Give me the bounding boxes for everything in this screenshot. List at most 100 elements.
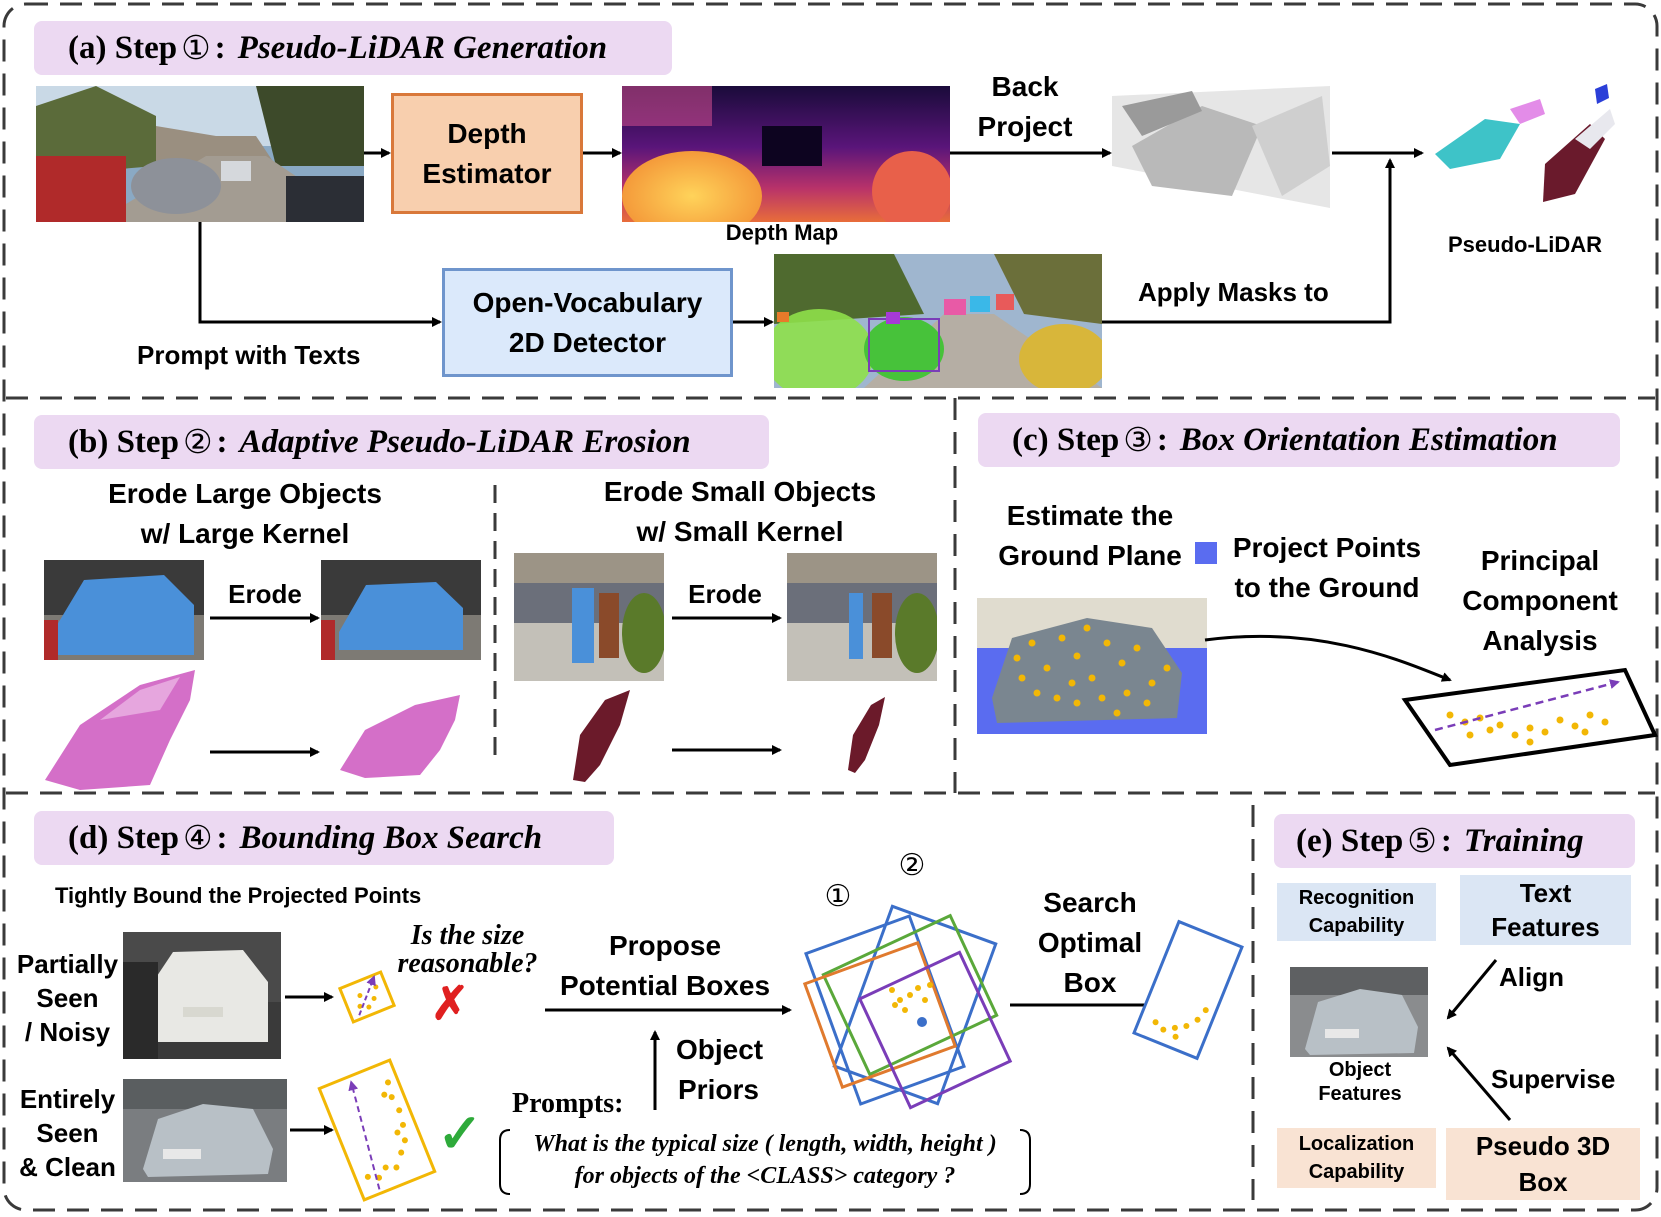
cross-mark-icon: ✗	[430, 977, 470, 1029]
step-d-separator: :	[216, 819, 228, 856]
supervise-label: Supervise	[1491, 1064, 1616, 1094]
large-points-before	[45, 670, 195, 790]
prompts-label: Prompts:	[512, 1088, 624, 1119]
prompt-with-texts-label: Prompt with Texts	[137, 340, 361, 370]
projected-points	[1013, 624, 1171, 717]
partially-seen-car-photo	[123, 932, 281, 1059]
large-object-after	[321, 560, 481, 660]
input-street-photo	[36, 86, 364, 222]
object-priors-line2: Priors	[678, 1074, 759, 1105]
depth-estimator-line2: Estimator	[422, 157, 552, 189]
object-features-line1: Object	[1328, 1059, 1392, 1081]
step-a-name: Pseudo-LiDAR Generation	[237, 29, 608, 66]
small-object-before	[514, 553, 664, 681]
large-points-after	[340, 695, 460, 778]
partial-line1: Partially	[16, 949, 119, 979]
pseudo-3d-line1: Pseudo 3D	[1475, 1131, 1611, 1161]
text-features-box: Text Features	[1460, 875, 1631, 945]
ground-line2: Ground Plane	[998, 540, 1182, 571]
search-line1: Search	[1043, 887, 1137, 918]
step-b-prefix: (b) Step	[68, 423, 179, 460]
partial-line3: / Noisy	[24, 1017, 111, 1047]
propose-line1: Propose	[608, 930, 722, 961]
pseudo-lidar-colored	[1435, 84, 1615, 202]
pseudo-3d-box: Pseudo 3D Box	[1446, 1128, 1640, 1200]
step-c-separator: :	[1156, 421, 1168, 458]
ground-plane-car-image	[977, 598, 1207, 734]
ground-plane-swatch	[1195, 542, 1217, 564]
propose-line2: Potential Boxes	[559, 970, 771, 1001]
entire-line3: & Clean	[19, 1152, 116, 1182]
pca-line3: Analysis	[1482, 625, 1598, 656]
erode-small-label: Erode	[688, 579, 762, 609]
entirely-seen-car-photo	[123, 1079, 287, 1182]
apply-masks-label: Apply Masks to	[1138, 277, 1329, 307]
candidate-group-2-marker: ②	[898, 848, 926, 883]
search-line3: Box	[1063, 967, 1117, 998]
step-e-number: ⑤	[1407, 824, 1437, 860]
recognition-line1: Recognition	[1298, 887, 1415, 909]
step-b-number: ②	[182, 425, 213, 461]
step-e-name: Training	[1463, 822, 1584, 859]
pca-line1: Principal	[1480, 545, 1600, 576]
step-e-prefix: (e) Step	[1296, 822, 1404, 859]
step-b-name: Adaptive Pseudo-LiDAR Erosion	[239, 423, 691, 460]
check-mark-icon: ✓	[437, 1104, 483, 1164]
section-d-diagram	[285, 904, 1244, 1202]
erode-large-label: Erode	[228, 579, 302, 609]
object-priors-line1: Object	[676, 1034, 764, 1065]
large-object-before	[44, 560, 204, 660]
object-features-line2: Features	[1318, 1083, 1402, 1105]
step-b-title: (b) Step ② : Adaptive Pseudo-LiDAR Erosi…	[34, 415, 769, 469]
step-c-title: (c) Step ③ : Box Orientation Estimation	[978, 413, 1620, 467]
entire-line1: Entirely	[19, 1084, 116, 1114]
align-label: Align	[1499, 962, 1564, 992]
prompt-text-line1: What is the typical size ( length, width…	[533, 1131, 997, 1157]
erode-small-line2: w/ Small Kernel	[636, 516, 844, 547]
project-line1: Project Points	[1232, 532, 1422, 563]
pca-plane-diagram	[1204, 634, 1658, 768]
back-project-line2: Project	[977, 111, 1073, 142]
detector-line2: 2D Detector	[508, 326, 667, 358]
erode-large-line2: w/ Large Kernel	[140, 518, 350, 549]
step-a-separator: :	[214, 29, 226, 66]
section-b-arrows	[210, 613, 782, 757]
entire-line2: Seen	[36, 1118, 99, 1148]
step-a-number: ①	[181, 31, 211, 67]
prompt-text-line2: for objects of the <CLASS> category ?	[574, 1163, 956, 1189]
pseudo-3d-line2: Box	[1518, 1167, 1568, 1197]
section-a-arrows	[198, 148, 1424, 327]
step-d-number: ④	[182, 821, 213, 857]
depth-map-image	[622, 86, 950, 222]
section-e-arrows	[1446, 959, 1512, 1121]
step-e-separator: :	[1440, 822, 1452, 859]
step-a-prefix: (a) Step	[68, 29, 178, 66]
recognition-capability-box: Recognition Capability	[1277, 883, 1436, 941]
depth-estimator-line1: Depth	[447, 117, 527, 149]
erode-large-line1: Erode Large Objects	[108, 478, 382, 509]
recognition-line2: Capability	[1308, 915, 1405, 937]
text-features-line1: Text	[1519, 878, 1572, 908]
pseudo-lidar-label: Pseudo-LiDAR	[1448, 232, 1602, 257]
step-d-title: (d) Step ④ : Bounding Box Search	[34, 811, 614, 865]
localization-capability-box: Localization Capability	[1277, 1128, 1436, 1188]
erode-small-line1: Erode Small Objects	[603, 476, 877, 507]
prompt-brace	[499, 1129, 1031, 1195]
ground-line1: Estimate the	[1006, 500, 1174, 531]
step-e-title: (e) Step ⑤ : Training	[1274, 814, 1635, 868]
depth-map-label: Depth Map	[725, 220, 839, 245]
partial-line2: Seen	[36, 983, 99, 1013]
small-points-after	[848, 697, 885, 773]
small-points-before	[573, 690, 630, 782]
step-d-prefix: (d) Step	[68, 819, 179, 856]
small-object-after	[787, 553, 937, 681]
pca-line2: Component	[1462, 585, 1618, 616]
search-line2: Optimal	[1037, 927, 1143, 958]
object-features-car-photo	[1290, 967, 1428, 1057]
back-projected-points	[1112, 86, 1330, 208]
tightly-bound-label: Tightly Bound the Projected Points	[55, 883, 422, 908]
step-c-name: Box Orientation Estimation	[1179, 421, 1558, 458]
detector-box: Open-Vocabulary 2D Detector	[442, 268, 733, 377]
